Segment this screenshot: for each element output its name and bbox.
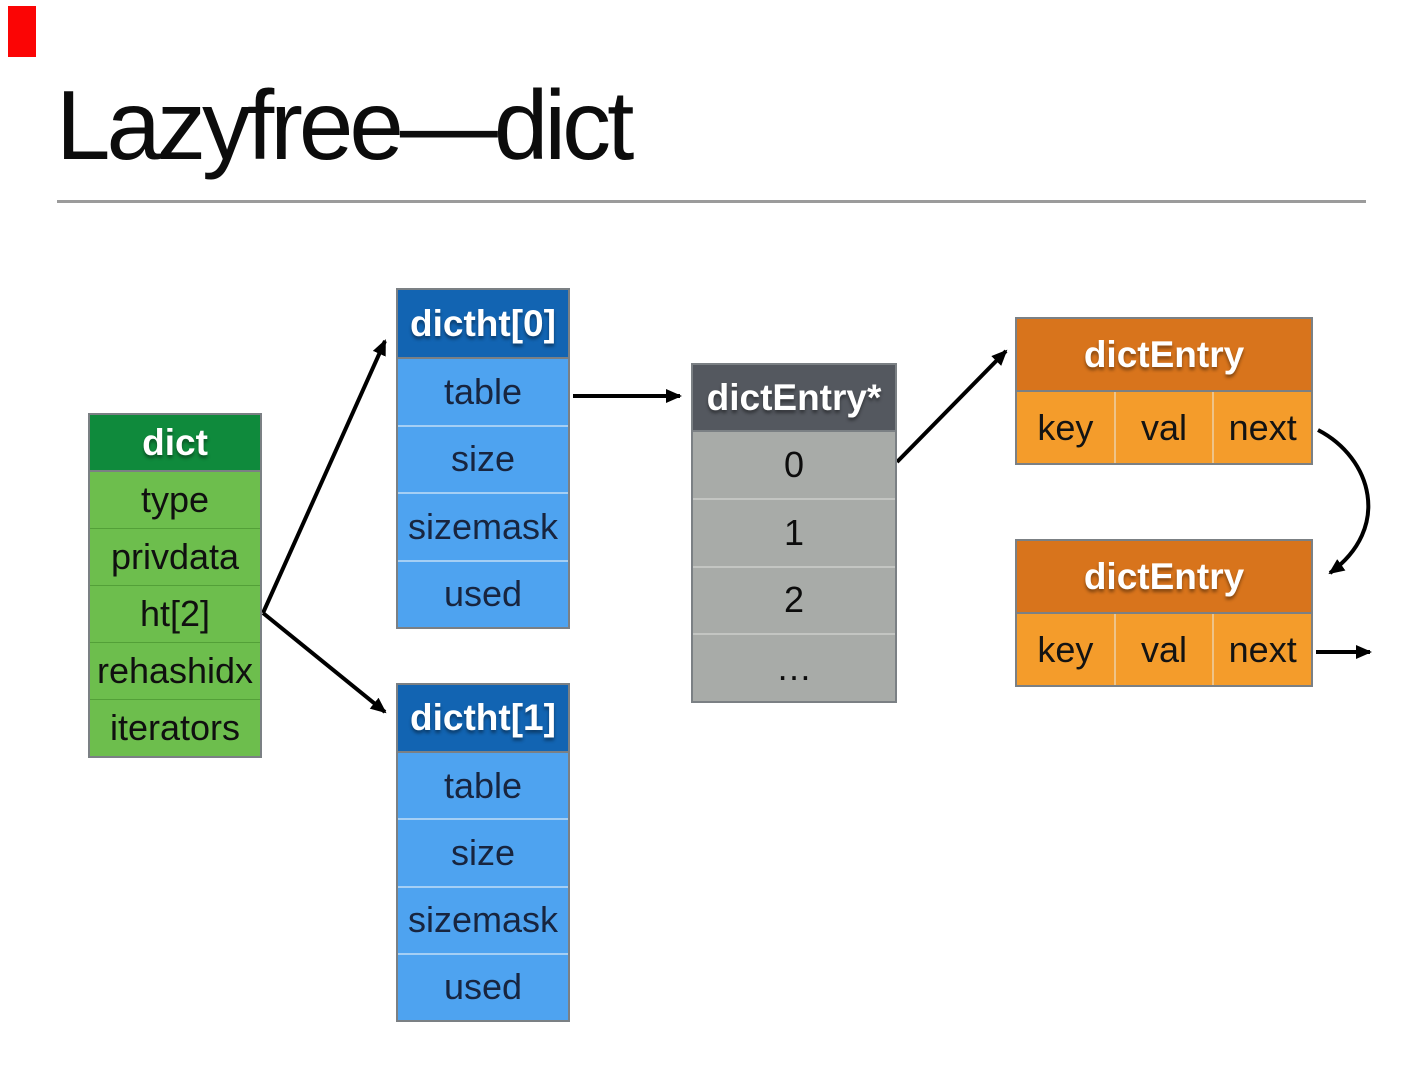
dictht0-field-used: used bbox=[398, 559, 568, 627]
bucket-slot-ellipsis: … bbox=[693, 633, 895, 701]
entry2-cell-next: next bbox=[1212, 614, 1312, 685]
red-corner-marker bbox=[8, 6, 36, 57]
title-divider-rule bbox=[57, 200, 1366, 203]
dict-header: dict bbox=[90, 415, 260, 472]
dictht1-field-used: used bbox=[398, 952, 568, 1020]
dict-field-privdata: privdata bbox=[90, 528, 260, 585]
entry1-cell-key: key bbox=[1017, 392, 1114, 463]
dictht1-struct: dictht[1] table size sizemask used bbox=[396, 683, 570, 1022]
dictht0-field-size: size bbox=[398, 424, 568, 492]
entry1-cell-val: val bbox=[1113, 392, 1213, 463]
dictht0-field-sizemask: sizemask bbox=[398, 492, 568, 560]
entry2-cell-val: val bbox=[1113, 614, 1213, 685]
entry2-header: dictEntry bbox=[1017, 541, 1311, 614]
dictentry-node-1: dictEntry key val next bbox=[1015, 317, 1313, 465]
dict-struct: dict type privdata ht[2] rehashidx itera… bbox=[88, 413, 262, 758]
dictentry-node-2: dictEntry key val next bbox=[1015, 539, 1313, 687]
dictht1-field-sizemask: sizemask bbox=[398, 885, 568, 953]
dictht1-field-table: table bbox=[398, 753, 568, 819]
arrow-ht2-to-dictht0 bbox=[261, 339, 387, 614]
dict-field-iterators: iterators bbox=[90, 699, 260, 756]
arrow-ht2-to-dictht1 bbox=[261, 611, 387, 714]
dict-field-ht2: ht[2] bbox=[90, 585, 260, 642]
dict-field-type: type bbox=[90, 472, 260, 528]
bucket-slot-2: 2 bbox=[693, 565, 895, 634]
entry1-header: dictEntry bbox=[1017, 319, 1311, 392]
dictht1-header: dictht[1] bbox=[398, 685, 568, 753]
arrow-slot0-to-entry1 bbox=[895, 349, 1008, 464]
bucket-array-header: dictEntry* bbox=[693, 365, 895, 432]
dictht0-field-table: table bbox=[398, 359, 568, 425]
slide-title: Lazyfree—dict bbox=[56, 70, 634, 180]
arrow-next-to-entry2-curved bbox=[1317, 428, 1371, 575]
dictht0-struct: dictht[0] table size sizemask used bbox=[396, 288, 570, 629]
dict-field-rehashidx: rehashidx bbox=[90, 642, 260, 699]
dictentry-pointer-array: dictEntry* 0 1 2 … bbox=[691, 363, 897, 703]
bucket-slot-1: 1 bbox=[693, 497, 895, 566]
dictht1-field-size: size bbox=[398, 818, 568, 886]
dictht0-header: dictht[0] bbox=[398, 290, 568, 359]
entry2-cell-key: key bbox=[1017, 614, 1114, 685]
entry1-cell-next: next bbox=[1212, 392, 1312, 463]
bucket-slot-0: 0 bbox=[693, 432, 895, 498]
